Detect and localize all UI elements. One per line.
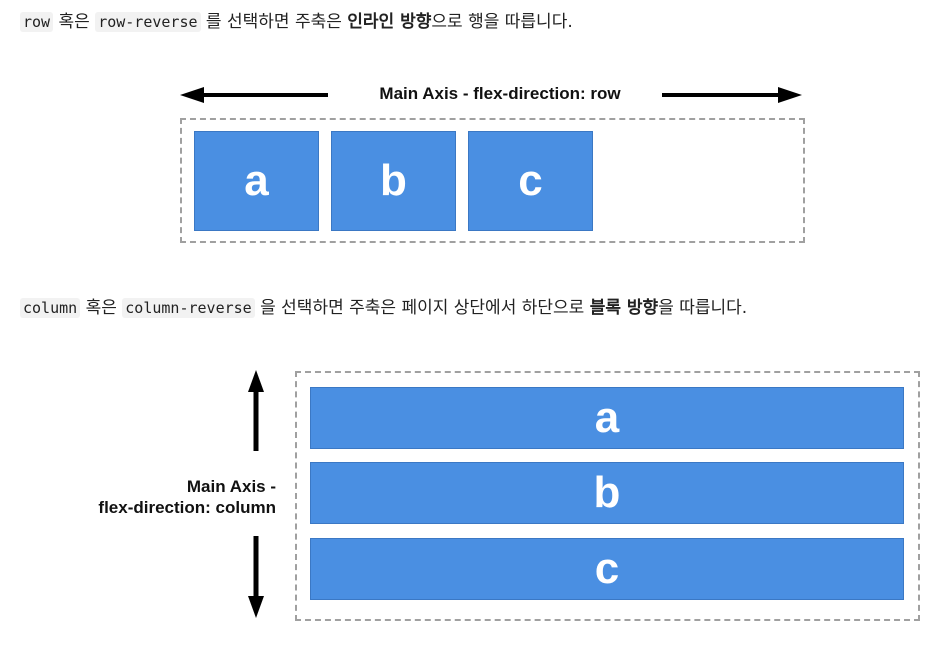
text-segment: 을 선택하면 주축은 페이지 상단에서 하단으로 [254, 298, 590, 318]
code-row-reverse: row-reverse [95, 12, 201, 32]
column-axis-label-line1: Main Axis - [186, 477, 276, 496]
column-flex-container: a b c [295, 371, 920, 621]
code-column-reverse: column-reverse [122, 298, 255, 318]
column-description-paragraph: column 혹은 column-reverse 을 선택하면 주축은 페이지 … [20, 296, 747, 320]
down-arrow-icon [248, 536, 264, 618]
up-arrow-icon [248, 370, 264, 451]
column-axis-label-line2: flex-direction: column [98, 498, 276, 517]
bold-block-direction: 블록 방향 [589, 298, 659, 318]
text-segment: 혹은 [80, 298, 123, 318]
text-segment: 을 따릅니다. [658, 298, 748, 318]
flex-item-a: a [194, 131, 319, 231]
bold-inline-direction: 인라인 방향 [347, 12, 432, 32]
flex-item-c: c [468, 131, 593, 231]
left-arrow-icon [180, 87, 328, 103]
text-segment: 를 선택하면 주축은 [200, 12, 348, 32]
right-arrow-icon [662, 87, 802, 103]
row-main-axis-label: Main Axis - flex-direction: row [379, 84, 621, 103]
column-main-axis-label: Main Axis - flex-direction: column [40, 476, 276, 518]
code-column: column [20, 298, 81, 318]
flex-item-a: a [310, 387, 904, 449]
text-segment: 으로 행을 따릅니다. [431, 12, 573, 32]
code-row: row [20, 12, 54, 32]
flex-item-c: c [310, 538, 904, 600]
flex-item-b: b [310, 462, 904, 524]
row-description-paragraph: row 혹은 row-reverse 를 선택하면 주축은 인라인 방향으로 행… [20, 10, 573, 34]
text-segment: 혹은 [53, 12, 96, 32]
row-flex-container: a b c [180, 118, 805, 243]
flex-item-b: b [331, 131, 456, 231]
